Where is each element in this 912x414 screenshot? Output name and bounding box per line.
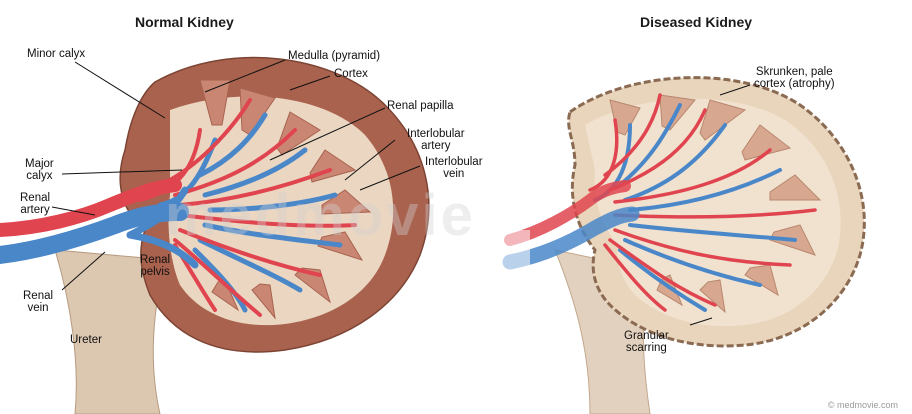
title-diseased-kidney: Diseased Kidney (640, 14, 752, 30)
label-cortex: Cortex (334, 68, 368, 80)
credit-text: © medmovie.com (828, 400, 898, 410)
label-renal-papilla: Renal papilla (387, 100, 454, 112)
label-minor-calyx: Minor calyx (27, 48, 85, 60)
label-major-calyx: Major calyx (25, 158, 54, 182)
label-renal-pelvis: Renal pelvis (140, 254, 170, 278)
label-renal-vein: Renal vein (23, 290, 53, 314)
label-interlobular-vein: Interlobular vein (425, 156, 483, 180)
label-ureter: Ureter (70, 334, 102, 346)
label-granular-scarring: Granular scarring (624, 330, 669, 354)
label-medulla: Medulla (pyramid) (288, 50, 380, 62)
label-renal-artery: Renal artery (20, 192, 50, 216)
title-normal-kidney: Normal Kidney (135, 14, 234, 30)
label-interlobular-artery: Interlobular artery (407, 128, 465, 152)
label-shrunken-cortex: Skrunken, pale cortex (atrophy) (754, 66, 835, 90)
